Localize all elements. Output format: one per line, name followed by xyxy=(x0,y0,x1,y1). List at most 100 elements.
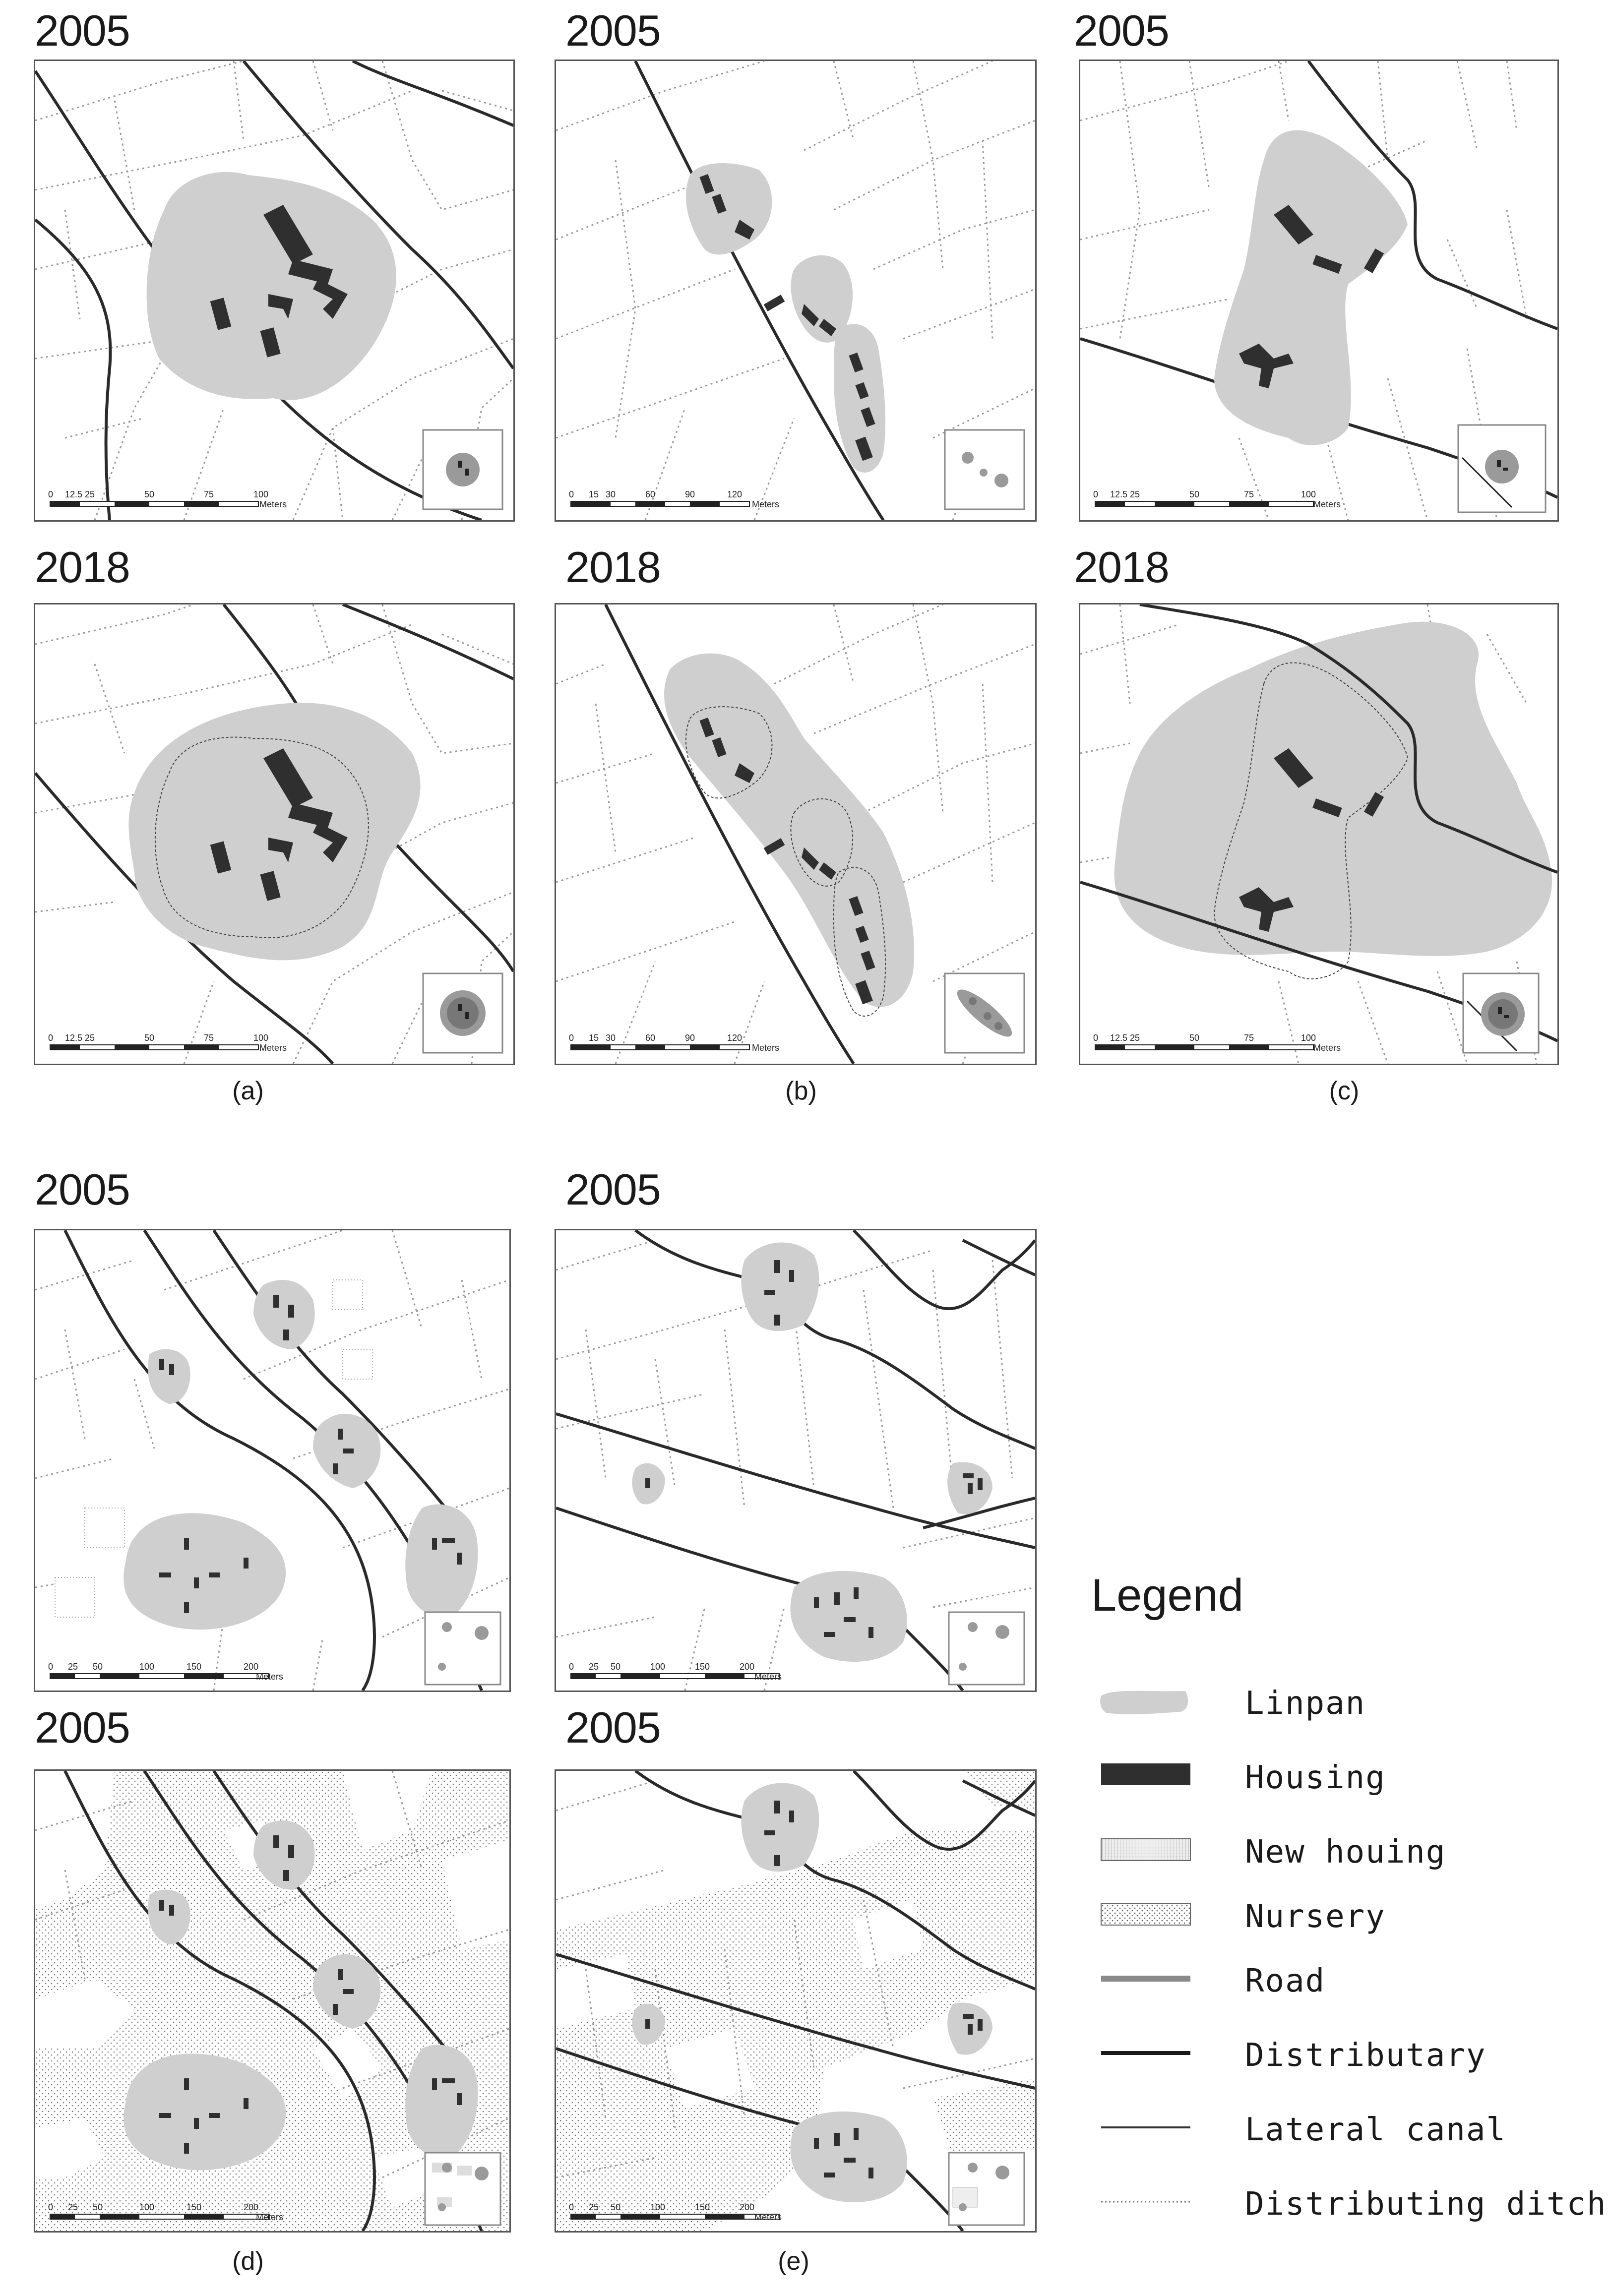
scale-tick-label: 25 xyxy=(85,489,95,499)
housing-blocks xyxy=(1239,205,1384,388)
caption-c: (c) xyxy=(1329,1077,1360,1105)
scale-tick-label: 12.5 xyxy=(65,1033,82,1043)
inset-map xyxy=(424,1611,501,1686)
inset-map xyxy=(948,1611,1025,1686)
scale-tick-label: 120 xyxy=(727,1033,742,1043)
legend-label: Linpan xyxy=(1245,1685,1366,1722)
scale-tick-label: 0 xyxy=(1093,489,1098,499)
map-panel-b-2018: 0 15 30 60 90 120 Meters xyxy=(555,603,1037,1065)
linpan-patch xyxy=(148,1349,190,1404)
scale-labels: 0 12.5 25 50 75 100 Meters xyxy=(48,489,287,509)
scale-tick-label: 90 xyxy=(685,489,695,499)
scale-tick-label: 0 xyxy=(569,1033,574,1043)
inset-map xyxy=(948,2152,1025,2226)
scale-unit: Meters xyxy=(754,2212,782,2222)
legend-label: Distributary xyxy=(1245,2037,1487,2074)
linpan-2005-outlines xyxy=(685,706,886,1017)
scale-tick-label: 50 xyxy=(144,489,154,499)
scale-tick-label: 120 xyxy=(727,489,742,499)
distributaries xyxy=(634,61,885,520)
distributaries xyxy=(556,1771,1035,2231)
distributing-ditches xyxy=(35,61,513,520)
scale-labels: 0 12.5 25 50 75 100 Meters xyxy=(48,1033,287,1053)
lateral-canal-line-icon xyxy=(1101,2126,1190,2128)
scale-tick-label: 100 xyxy=(139,2202,154,2212)
scale-bar xyxy=(50,2214,269,2220)
housing-blocks xyxy=(645,1260,983,1638)
scale-unit: Meters xyxy=(1313,499,1341,509)
scale-labels: 0 25 50 100 150 200 Meters xyxy=(48,1662,283,1682)
linpan-patch xyxy=(405,2045,478,2159)
scale-tick-label: 50 xyxy=(93,2202,103,2212)
year-label-a-2018: 2018 xyxy=(35,543,130,592)
scale-tick-label: 0 xyxy=(569,1662,574,1672)
scale-tick-label: 50 xyxy=(611,2202,620,2212)
legend-item-road: Road xyxy=(1096,1959,1602,1999)
legend-label: Lateral canal xyxy=(1245,2112,1506,2148)
scale-tick-label: 0 xyxy=(48,489,53,499)
legend-title: Legend xyxy=(1091,1570,1243,1621)
scale-tick-label: 50 xyxy=(93,1662,103,1672)
distributing-ditches xyxy=(35,604,513,1064)
inset-map xyxy=(422,429,503,510)
scale-bar xyxy=(50,1044,259,1050)
scale-bar xyxy=(570,501,750,507)
map-d-bottom: 0 25 50 100 150 200 Meters xyxy=(35,1771,509,2231)
nursery-area xyxy=(933,2078,1035,2158)
scale-unit: Meters xyxy=(1313,1043,1341,1053)
linpan-patch xyxy=(146,172,396,400)
linpan-patch xyxy=(664,653,914,1007)
legend-item-distributing-ditch: Distributing ditch xyxy=(1096,2182,1606,2223)
scale-tick-label: 100 xyxy=(650,2202,665,2212)
distributing-ditch-line-icon xyxy=(1101,2201,1190,2203)
year-label-e-bottom: 2005 xyxy=(565,1703,661,1752)
scale-labels: 0 12.5 25 50 75 100 Meters xyxy=(1093,1033,1341,1053)
scale-labels: 0 25 50 100 150 200 Meters xyxy=(569,2202,782,2222)
scale-tick-label: 150 xyxy=(695,2202,710,2212)
scale-tick-label: 25 xyxy=(589,2202,599,2212)
distributing-ditches xyxy=(35,1230,509,1691)
scale-tick-label: 75 xyxy=(204,1033,214,1043)
map-a-2018: 0 12.5 25 50 75 100 Meters xyxy=(35,604,513,1064)
scale-bar xyxy=(50,1673,269,1679)
scale-tick-label: 200 xyxy=(244,1662,258,1672)
scale-tick-label: 0 xyxy=(1093,1033,1098,1043)
scale-labels: 0 12.5 25 50 75 100 Meters xyxy=(1093,489,1341,509)
scale-tick-label: 30 xyxy=(606,489,616,499)
linpan-patch xyxy=(253,1280,315,1349)
scale-tick-label: 100 xyxy=(253,489,268,499)
scale-tick-label: 15 xyxy=(589,489,599,499)
scale-tick-label: 30 xyxy=(606,1033,616,1043)
scale-tick-label: 0 xyxy=(48,1033,53,1043)
legend-label: New houing xyxy=(1245,1834,1446,1871)
scale-tick-label: 75 xyxy=(1244,1033,1254,1043)
map-d-top: 0 25 50 100 150 200 Meters xyxy=(35,1230,509,1691)
scale-tick-label: 200 xyxy=(740,1662,754,1672)
scale-labels: 0 25 50 100 150 200 Meters xyxy=(48,2202,283,2222)
map-c-2018: 0 12.5 25 50 75 100 Meters xyxy=(1080,604,1557,1064)
scale-tick-label: 15 xyxy=(589,1033,599,1043)
legend-item-lateral-canal: Lateral canal xyxy=(1096,2108,1602,2148)
distributing-ditches xyxy=(556,1780,1035,2178)
linpan-patch-icon xyxy=(1100,1691,1188,1715)
year-label-d-bottom: 2005 xyxy=(35,1703,130,1752)
map-panel-d-2005-bottom: 0 25 50 100 150 200 Meters xyxy=(34,1769,511,2233)
map-b-2018: 0 15 30 60 90 120 Meters xyxy=(556,604,1035,1064)
scale-tick-label: 150 xyxy=(186,2202,201,2212)
legend-item-distributary: Distributary xyxy=(1096,2033,1602,2074)
housing-blocks xyxy=(159,1835,462,2154)
scale-unit: Meters xyxy=(259,1043,287,1053)
map-a-2005: 0 12.5 25 50 75 100 Meters xyxy=(35,61,513,520)
scale-tick-label: 100 xyxy=(1301,489,1316,499)
map-e-bottom: 0 25 50 100 150 200 Meters xyxy=(556,1771,1035,2231)
linpan-patch xyxy=(834,324,886,473)
scale-tick-label: 75 xyxy=(204,489,214,499)
linpan-patch xyxy=(148,1889,190,1944)
map-c-2005: 0 12.5 25 50 75 100 Meters xyxy=(1080,61,1557,520)
scale-unit: Meters xyxy=(259,499,287,509)
nursery-pattern-icon xyxy=(1101,1903,1191,1926)
distributary-line-icon xyxy=(1101,2051,1190,2055)
housing-blocks xyxy=(210,748,348,901)
linpan-patch xyxy=(790,1571,907,1662)
housing-blocks xyxy=(699,718,875,1005)
